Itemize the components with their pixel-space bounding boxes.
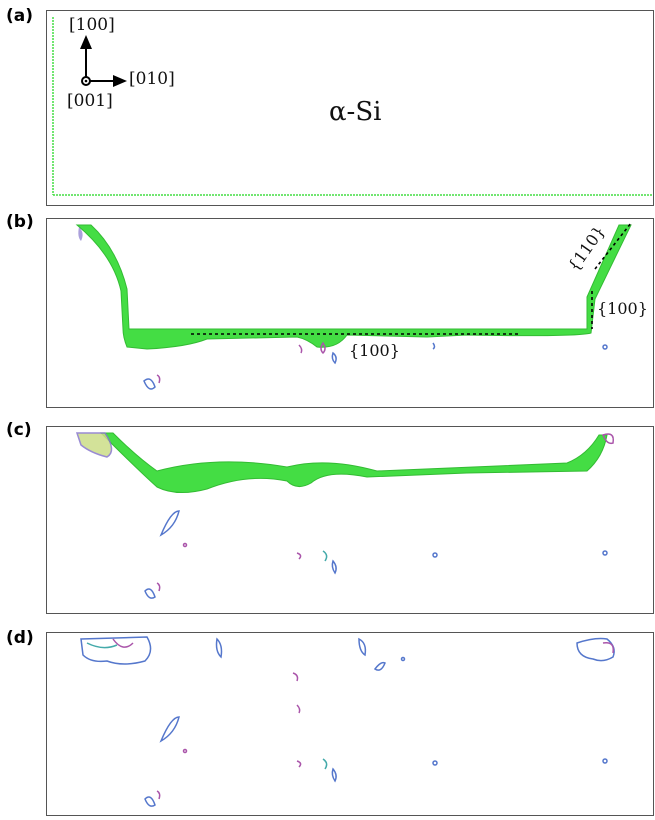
defect-cluster (159, 510, 180, 537)
defect-cluster (602, 344, 608, 350)
phase-label: α-Si (329, 97, 382, 127)
axis-label-010: [010] (129, 69, 175, 89)
defect-cluster (159, 716, 180, 743)
defect-cluster (156, 374, 161, 384)
panel-a: [100] [010] [001] α-Si (46, 10, 654, 206)
panel-label-b: (b) (6, 212, 34, 232)
panel-b-canvas (75, 222, 632, 390)
defect-cluster (296, 704, 301, 714)
defect-cluster (298, 344, 303, 354)
panel-label-d: (d) (6, 628, 34, 648)
defect-cluster (156, 790, 161, 800)
defect-cluster (331, 767, 337, 783)
panel-c-canvas (75, 432, 615, 599)
defect-cluster (322, 758, 328, 770)
facet-line-110 (594, 222, 632, 270)
defect-cluster (80, 636, 152, 665)
defect-cluster (182, 748, 188, 754)
amorphous-region (75, 224, 632, 350)
defect-cluster (400, 656, 406, 662)
defect-cluster (86, 642, 118, 649)
axis-label-100: [100] (69, 15, 115, 35)
defect-cluster (156, 582, 161, 592)
defect-cluster (296, 760, 302, 768)
panel-b: {100} {100} {110} (46, 218, 654, 408)
defect-cluster (576, 637, 615, 662)
panel-label-a: (a) (6, 6, 34, 26)
panel-d-canvas (80, 636, 615, 807)
facet-label-100-bottom: {100} (349, 341, 400, 360)
amorphous-region (99, 432, 608, 493)
defect-cluster (432, 552, 438, 558)
defect-cluster (144, 588, 156, 599)
defect-cluster (322, 550, 328, 562)
defect-cluster (296, 552, 302, 560)
defect-cluster (320, 341, 326, 355)
defect-cluster (292, 672, 299, 682)
defect-cluster (602, 433, 615, 445)
defect-cluster (602, 758, 608, 764)
defect-cluster (331, 559, 337, 575)
panel-c (46, 426, 654, 614)
defect-cluster (182, 542, 188, 548)
defect-cluster (78, 227, 83, 241)
panel-label-c: (c) (6, 420, 32, 440)
defect-cluster (432, 342, 436, 350)
defect-cluster (144, 796, 156, 807)
defect-cluster (215, 637, 223, 659)
defect-cluster (75, 432, 113, 458)
facet-label-100-side: {100} (597, 299, 648, 318)
axis-triad-icon (80, 35, 127, 87)
defect-cluster (331, 351, 337, 365)
panel-a-canvas (52, 17, 653, 196)
defect-cluster (373, 661, 386, 671)
defect-cluster (432, 760, 438, 766)
defect-cluster (143, 378, 156, 390)
defect-cluster (112, 638, 134, 648)
defect-cluster (602, 641, 615, 654)
defect-cluster (602, 550, 608, 556)
axis-label-001: [001] (67, 91, 113, 111)
panel-d (46, 632, 654, 816)
defect-cluster (358, 637, 367, 657)
